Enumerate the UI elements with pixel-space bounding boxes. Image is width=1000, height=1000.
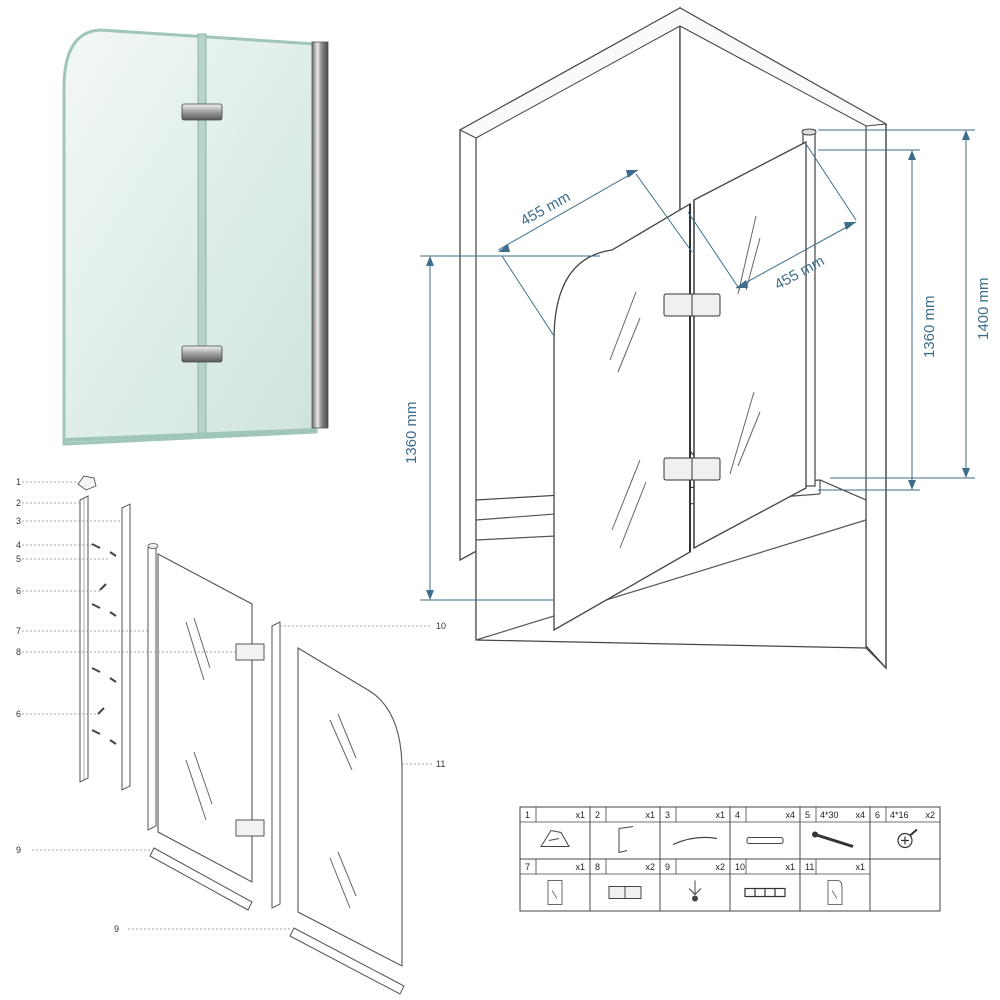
parts-table-qty: x1 bbox=[575, 862, 585, 872]
part-seal-strip bbox=[121, 503, 131, 791]
parts-table-qty: x2 bbox=[925, 810, 935, 820]
parts-table-empty-cell bbox=[869, 858, 941, 912]
part-door-panel bbox=[297, 647, 403, 967]
parts-table-qty: x1 bbox=[575, 810, 585, 820]
long-screw-icon bbox=[812, 831, 854, 848]
parts-table-qty: x1 bbox=[715, 810, 725, 820]
callout-6-upper: 6 bbox=[16, 586, 21, 596]
part-bottom-seal-lower bbox=[289, 927, 405, 995]
callout-4: 4 bbox=[16, 540, 21, 550]
parts-table-number: 5 bbox=[805, 810, 810, 820]
part-fixed-frame bbox=[147, 543, 159, 831]
callout-2: 2 bbox=[16, 498, 21, 508]
callout-3: 3 bbox=[16, 516, 21, 526]
parts-table-cell: 8 x2 bbox=[589, 858, 661, 912]
parts-table-qty: x1 bbox=[855, 862, 865, 872]
fixed-panel-icon bbox=[547, 880, 563, 905]
part-fixings bbox=[91, 543, 117, 745]
callout-8: 8 bbox=[16, 647, 21, 657]
part-corner-cap bbox=[77, 475, 97, 491]
wall-profile-icon bbox=[618, 826, 634, 854]
dimension-right-height-outer: 1400 mm bbox=[975, 277, 992, 340]
magnetic-seal-icon bbox=[744, 887, 786, 898]
parts-table-qty: x4 bbox=[855, 810, 865, 820]
hinge-icon bbox=[608, 886, 642, 899]
callout-11: 11 bbox=[436, 759, 445, 769]
callout-7: 7 bbox=[16, 626, 21, 636]
corner-cap-icon bbox=[540, 829, 570, 847]
part-magnetic-seal bbox=[271, 621, 281, 909]
seal-strip-icon bbox=[672, 836, 718, 846]
parts-table-number: 9 bbox=[665, 862, 670, 872]
parts-table-qty: x2 bbox=[715, 862, 725, 872]
short-screw-icon bbox=[897, 828, 918, 849]
parts-table-qty: x1 bbox=[785, 862, 795, 872]
parts-table-spec: 4*30 bbox=[820, 810, 839, 820]
parts-table-number: 2 bbox=[595, 810, 600, 820]
callout-1: 1 bbox=[16, 477, 21, 487]
product-photo bbox=[62, 28, 329, 446]
installed-view bbox=[458, 6, 888, 670]
part-fixed-panel bbox=[157, 553, 265, 883]
exploded-view: 1 2 3 4 5 6 7 8 6 10 11 9 9 bbox=[16, 475, 446, 995]
photo-hinge-lower bbox=[181, 345, 223, 363]
door-panel-icon bbox=[827, 880, 843, 905]
parts-table-cell: 10 x1 bbox=[729, 858, 801, 912]
callout-10: 10 bbox=[436, 621, 446, 631]
parts-table-qty: x2 bbox=[645, 862, 655, 872]
parts-table-number: 3 bbox=[665, 810, 670, 820]
parts-table-number: 11 bbox=[805, 862, 814, 872]
parts-table-number: 10 bbox=[735, 862, 745, 872]
parts-table-number: 7 bbox=[525, 862, 530, 872]
bottom-seal-icon bbox=[688, 880, 702, 902]
parts-table-cell: 6 4*16 x2 bbox=[869, 806, 941, 860]
parts-table-spec: 4*16 bbox=[890, 810, 909, 820]
callout-9-lower: 9 bbox=[114, 924, 119, 934]
callout-9-upper: 9 bbox=[16, 845, 21, 855]
parts-table-number: 6 bbox=[875, 810, 880, 820]
parts-table-qty: x1 bbox=[645, 810, 655, 820]
part-bottom-seal-upper bbox=[149, 847, 253, 911]
installed-hinge-upper bbox=[663, 293, 721, 317]
dimension-right-height-inner: 1360 mm bbox=[921, 295, 938, 358]
callout-5: 5 bbox=[16, 554, 21, 564]
callout-6-lower: 6 bbox=[16, 709, 21, 719]
installed-hinge-lower bbox=[663, 457, 721, 481]
parts-table-qty: x4 bbox=[785, 810, 795, 820]
part-wall-profile bbox=[79, 495, 89, 783]
photo-hinge-upper bbox=[181, 103, 223, 121]
wall-plug-icon bbox=[746, 837, 784, 844]
dimension-left-height: 1360 mm bbox=[403, 401, 420, 464]
parts-table-number: 1 bbox=[525, 810, 530, 820]
parts-table-cell: 1 x1 bbox=[519, 806, 591, 860]
parts-table-number: 4 bbox=[735, 810, 740, 820]
parts-table-number: 8 bbox=[595, 862, 600, 872]
